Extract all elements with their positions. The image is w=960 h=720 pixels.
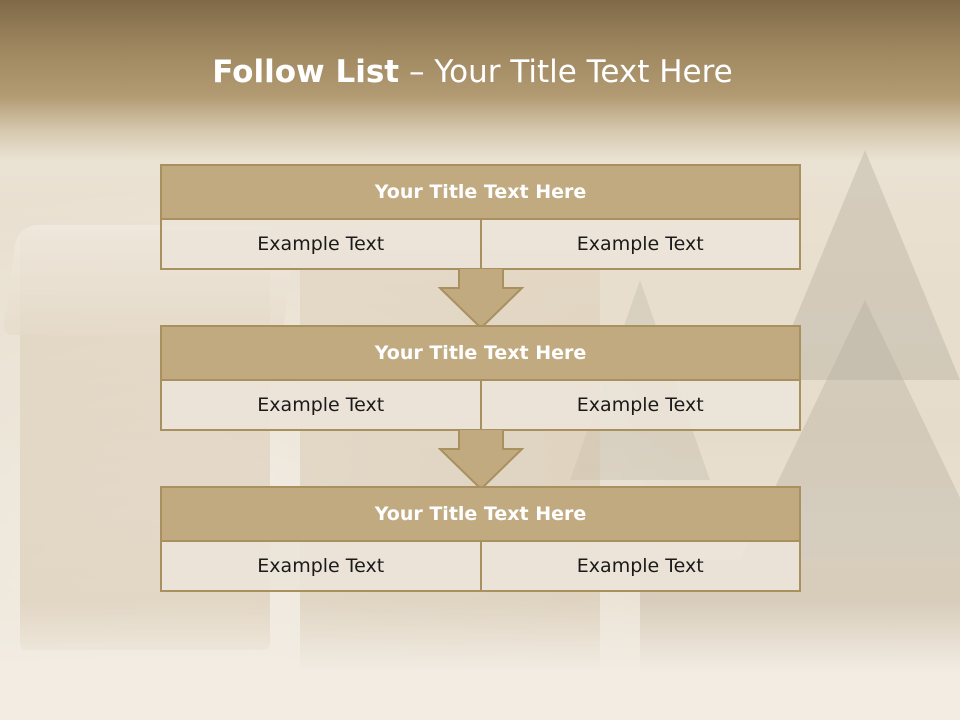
down-arrow-icon [438,429,524,491]
list-cell-right: Example Text [481,220,801,270]
background-tree-top [770,150,960,380]
list-block-1: Your Title Text Here Example Text Exampl… [160,164,801,270]
slide-title-bold: Follow List [212,54,400,90]
list-block-title: Your Title Text Here [160,325,801,381]
list-block-title: Your Title Text Here [160,164,801,220]
list-block-row: Example Text Example Text [160,220,801,270]
list-block-row: Example Text Example Text [160,542,801,592]
list-block-row: Example Text Example Text [160,381,801,431]
list-block-2: Your Title Text Here Example Text Exampl… [160,325,801,431]
list-block-3: Your Title Text Here Example Text Exampl… [160,486,801,592]
list-cell-right: Example Text [481,381,801,431]
down-arrow-icon [438,268,524,330]
slide-title-rest: – Your Title Text Here [399,54,733,90]
background-snow [0,600,960,720]
list-cell-right: Example Text [481,542,801,592]
slide-title: Follow List – Your Title Text Here [0,54,945,90]
list-cell-left: Example Text [160,220,482,270]
list-block-title: Your Title Text Here [160,486,801,542]
list-cell-left: Example Text [160,542,482,592]
list-cell-left: Example Text [160,381,482,431]
header-band [0,0,960,160]
